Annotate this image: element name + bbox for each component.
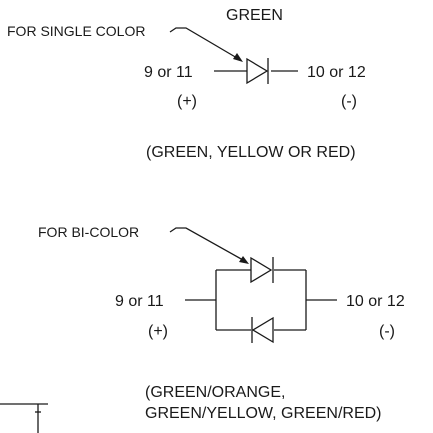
single-color-leader-line [169, 27, 238, 59]
bicolor-label: FOR BI-COLOR [38, 224, 139, 240]
bicolor-options-line1: (GREEN/ORANGE, [145, 384, 285, 401]
single-color-left-polarity: (+) [177, 93, 197, 110]
single-color-right-pin: 10 or 12 [307, 64, 366, 81]
bicolor-left-pin: 9 or 11 [115, 293, 164, 310]
cropped-wire-fragment [0, 403, 48, 433]
bicolor-right-polarity: (-) [379, 323, 395, 340]
single-color-options: (GREEN, YELLOW OR RED) [146, 144, 356, 161]
single-color-name: GREEN [226, 7, 283, 24]
bicolor-leader-line [169, 227, 244, 261]
single-color-left-pin: 9 or 11 [144, 64, 193, 81]
single-color-section: FOR SINGLE COLOR GREEN 9 or 11 (+) 10 or… [7, 7, 366, 161]
bicolor-right-pin: 10 or 12 [346, 293, 405, 310]
bicolor-left-polarity: (+) [148, 323, 168, 340]
bicolor-options-line2: GREEN/YELLOW, GREEN/RED) [145, 405, 382, 422]
bicolor-section: FOR BI-COLOR 9 or 11 (+) 10 or 12 (-) (G… [38, 224, 405, 422]
bicolor-leader-arrow [239, 256, 249, 264]
single-color-label: FOR SINGLE COLOR [7, 23, 145, 39]
single-color-diode-symbol [246, 57, 269, 85]
single-color-leader-arrow [233, 53, 243, 62]
bicolor-upper-diode-symbol [250, 256, 273, 284]
bicolor-lower-diode-symbol [251, 316, 274, 344]
single-color-right-polarity: (-) [341, 93, 357, 110]
